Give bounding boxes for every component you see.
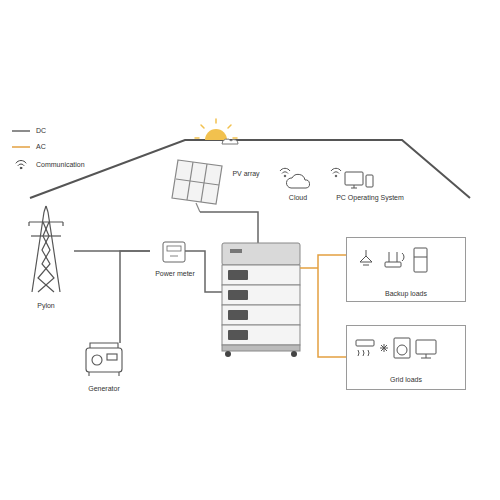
grid-load-icons bbox=[356, 338, 436, 358]
battery-stack bbox=[222, 243, 300, 357]
labelled-icon: Pylon bbox=[18, 204, 74, 310]
ac-sample bbox=[12, 146, 30, 148]
load-box: Grid loads bbox=[346, 325, 466, 390]
labelled-icon: Cloud bbox=[282, 176, 314, 202]
labelled-icon: PC Operating System bbox=[325, 176, 415, 202]
node-label: Backup loads bbox=[347, 289, 465, 298]
labelled-icon: Generator bbox=[72, 343, 136, 393]
backup-load-icons bbox=[360, 248, 427, 272]
dc-sample bbox=[12, 130, 30, 132]
node-label: Generator bbox=[72, 384, 136, 393]
pylon-tower bbox=[29, 206, 63, 292]
node-label: Grid loads bbox=[347, 375, 465, 384]
ac-wire bbox=[300, 255, 346, 357]
dc-connector bbox=[120, 251, 150, 343]
dc-wire bbox=[200, 212, 258, 243]
legend-label: AC bbox=[36, 142, 46, 151]
labelled-icon: PV array bbox=[226, 168, 266, 178]
sun-icon bbox=[195, 119, 238, 144]
legend-label: Communication bbox=[36, 160, 85, 169]
node-label: Power meter bbox=[150, 269, 200, 278]
node-label: Pylon bbox=[18, 301, 74, 310]
load-box: Backup loads bbox=[346, 237, 466, 302]
generator-icon bbox=[86, 343, 122, 376]
labelled-icon: Power meter bbox=[150, 240, 200, 278]
legend-label: DC bbox=[36, 126, 46, 135]
pc-icon bbox=[331, 168, 373, 188]
node-label: PC Operating System bbox=[325, 193, 415, 202]
node-label: PV array bbox=[226, 169, 266, 178]
node-label: Cloud bbox=[282, 193, 314, 202]
cloud-icon bbox=[280, 168, 310, 188]
power-meter-icon bbox=[163, 242, 185, 262]
pv-panel bbox=[172, 160, 222, 212]
roof-line bbox=[30, 140, 470, 198]
wifi-sample bbox=[16, 160, 26, 168]
